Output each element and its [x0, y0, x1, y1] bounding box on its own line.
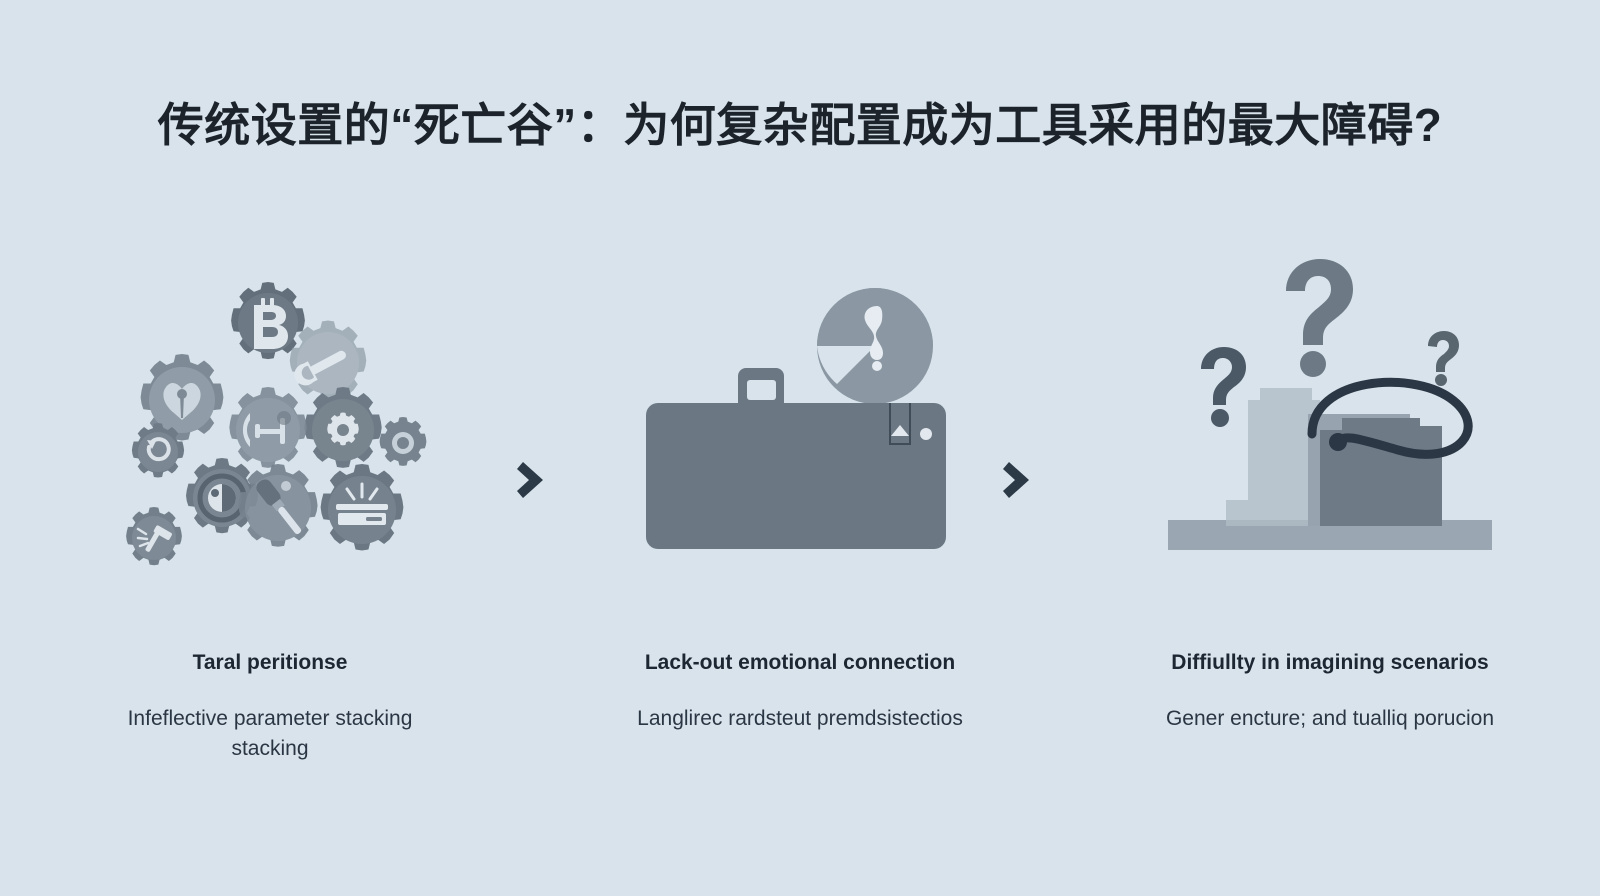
caption-body-1: Infeflective parameter stacking stacking: [127, 707, 413, 760]
caption-title-1: Taral peritionse: [192, 651, 348, 674]
feature-columns: Taral peritionse Infeflective parameter …: [70, 248, 1530, 764]
question-mark-right: [1428, 331, 1459, 386]
buildings-question-icon: [1160, 248, 1500, 588]
question-mark-left: [1201, 347, 1246, 427]
caption-title-3: Diffiullty in imagining scenarios: [1171, 651, 1489, 674]
chevron-right-icon-1: [512, 458, 552, 502]
column-briefcase: Lack-out emotional connection Langlirec …: [600, 248, 1000, 734]
page-title: 传统设置的“死亡谷”：为何复杂配置成为工具采用的最大障碍?: [157, 99, 1443, 151]
gear-cluster-icon: [100, 248, 440, 588]
thought-bubble: [817, 288, 933, 404]
caption-title-2: Lack-out emotional connection: [644, 651, 956, 674]
column-gear-cluster: Taral peritionse Infeflective parameter …: [70, 248, 470, 764]
column-buildings: Diffiullty in imagining scenarios Gener …: [1130, 248, 1530, 734]
caption-body-2: Langlirec rardsteut premdsistectios: [637, 707, 963, 730]
chevron-right-icon-2: [998, 458, 1038, 502]
caption-body-3: Gener encture; and tualliq porucion: [1165, 707, 1495, 730]
question-mark-large: [1286, 259, 1353, 377]
briefcase-question-icon: [630, 248, 970, 588]
